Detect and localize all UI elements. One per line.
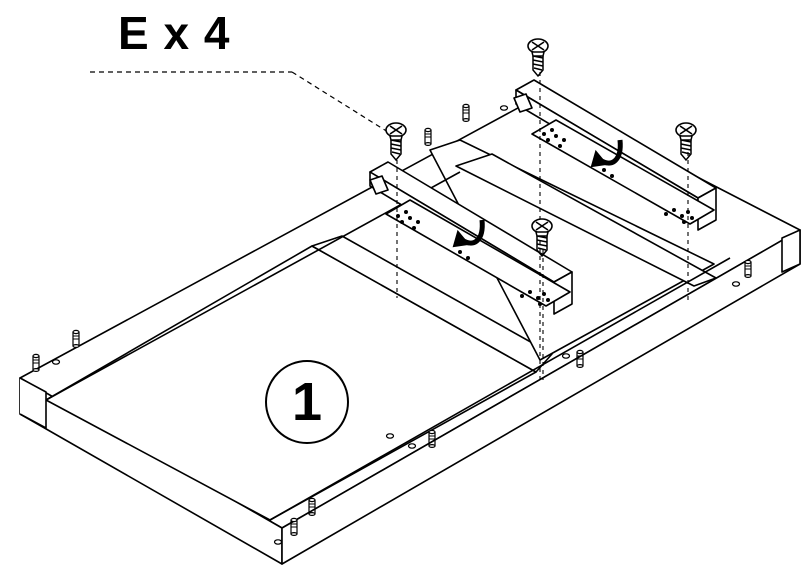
part-quantity-label: E x 4 <box>118 7 231 59</box>
leader-line <box>90 71 389 133</box>
rotate-arrows <box>452 139 623 248</box>
step-number: 1 <box>291 372 323 432</box>
board-holes <box>51 105 741 545</box>
bracket-right <box>513 79 717 231</box>
frame-board <box>19 95 801 565</box>
bracket-left <box>369 161 573 315</box>
step-number-circle <box>265 360 349 444</box>
